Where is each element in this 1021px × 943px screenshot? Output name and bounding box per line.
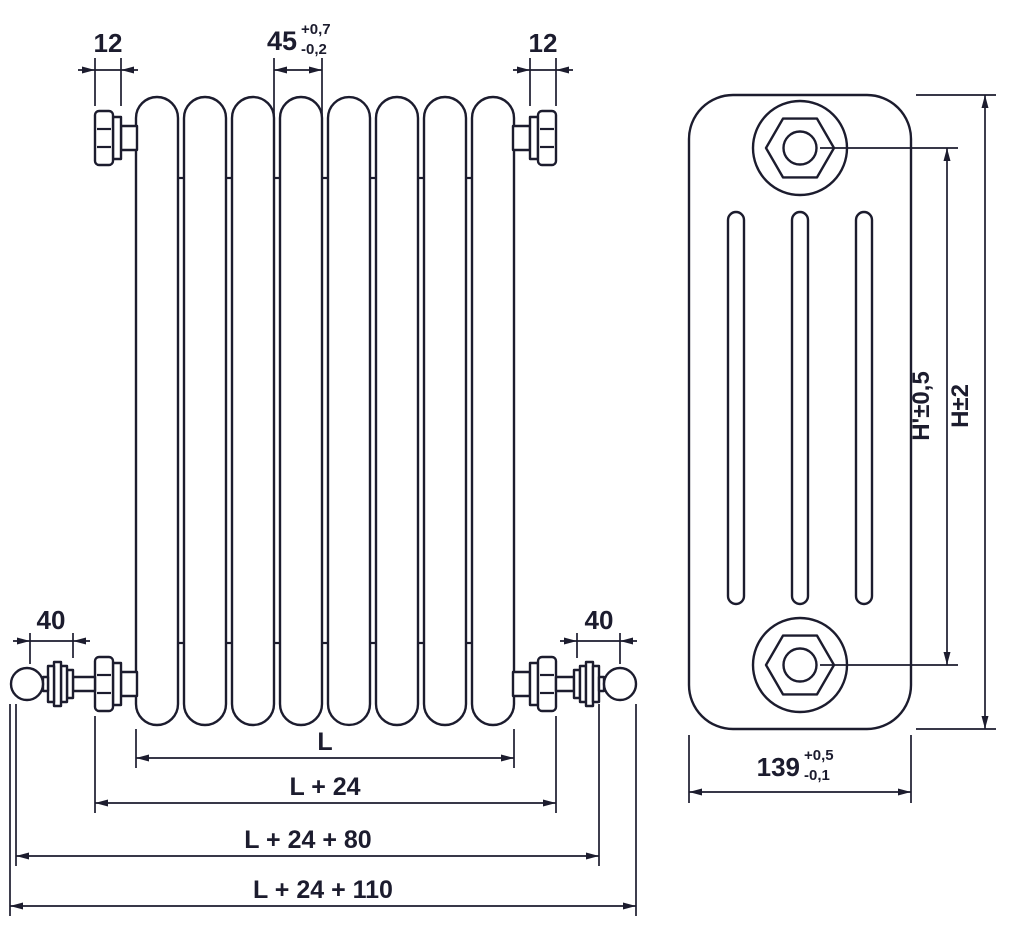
dim-label: 12 <box>529 28 558 58</box>
radiator-section-tube <box>422 95 468 727</box>
dim-label: 40 <box>37 605 66 635</box>
valve-ball <box>602 666 638 702</box>
column-slot <box>790 210 810 606</box>
radiator-section-tube <box>470 95 516 727</box>
dim-plug-left-12: 12 <box>78 28 138 106</box>
radiator-section-tube <box>230 95 276 727</box>
plug-hex-head <box>536 109 558 167</box>
valve-tailpiece <box>71 675 97 693</box>
radiator-section-tube <box>374 95 420 727</box>
bottom-left-valve <box>9 655 139 713</box>
radiator-section-tube <box>326 95 372 727</box>
valve-ball <box>9 666 45 702</box>
plug-neck <box>119 670 139 698</box>
dim-label: 139 <box>757 752 800 782</box>
plug-hex-head <box>93 655 115 713</box>
column-slot <box>726 210 746 606</box>
dim-axis-height-Hprime: H'±0,5 <box>820 147 958 666</box>
column-slot <box>854 210 874 606</box>
dim-label: 40 <box>585 605 614 635</box>
bottom-right-valve <box>511 655 638 713</box>
dim-plug-right-12: 12 <box>513 28 573 106</box>
dim-length-L: L <box>135 728 515 768</box>
dim-label: H'±0,5 <box>908 371 935 441</box>
dim-length-L24: L + 24 <box>94 716 557 813</box>
column-slots <box>726 210 874 606</box>
dim-tolerance-plus: +0,5 <box>804 747 834 764</box>
dim-section-pitch-45: 45 +0,7 -0,2 <box>267 21 331 124</box>
radiator-section-tube <box>182 95 228 727</box>
dim-tail-right-40: 40 <box>560 605 637 664</box>
dim-label: 12 <box>94 28 123 58</box>
dim-label: L + 24 + 110 <box>253 876 393 904</box>
plug-hex-head <box>536 655 558 713</box>
bottom-boss <box>751 616 849 714</box>
radiator-sections <box>134 95 516 727</box>
dim-label: L + 24 + 80 <box>244 826 371 854</box>
dim-tolerance-plus: +0,7 <box>301 21 331 38</box>
top-left-plug <box>93 109 139 167</box>
valve-tailpiece <box>554 675 576 693</box>
boss-inner-circle <box>782 130 818 166</box>
dim-tolerance-minus: -0,1 <box>804 767 830 784</box>
dim-tolerance-minus: -0,2 <box>301 41 327 58</box>
radiator-side-view <box>687 93 913 731</box>
dim-length-L24-110: L + 24 + 110 <box>9 704 637 916</box>
top-right-plug <box>511 109 558 167</box>
dim-depth-139: 139 +0,5 -0,1 <box>688 735 912 803</box>
plug-neck <box>511 670 532 698</box>
dim-length-L24-80: L + 24 + 80 <box>15 704 600 866</box>
plug-neck <box>119 124 139 152</box>
dim-label: L <box>317 728 332 756</box>
dim-label: H±2 <box>947 384 974 428</box>
dim-overall-height-H: H±2 <box>916 94 996 730</box>
dim-label: 45 <box>267 26 297 56</box>
radiator-section-tube <box>134 95 180 727</box>
radiator-front-view <box>9 95 638 727</box>
boss-inner-circle <box>782 647 818 683</box>
dim-tail-left-40: 40 <box>13 605 90 664</box>
top-boss <box>751 99 849 197</box>
plug-neck <box>511 124 532 152</box>
radiator-section-tube <box>278 95 324 727</box>
dim-label: L + 24 <box>289 773 360 801</box>
plug-hex-head <box>93 109 115 167</box>
